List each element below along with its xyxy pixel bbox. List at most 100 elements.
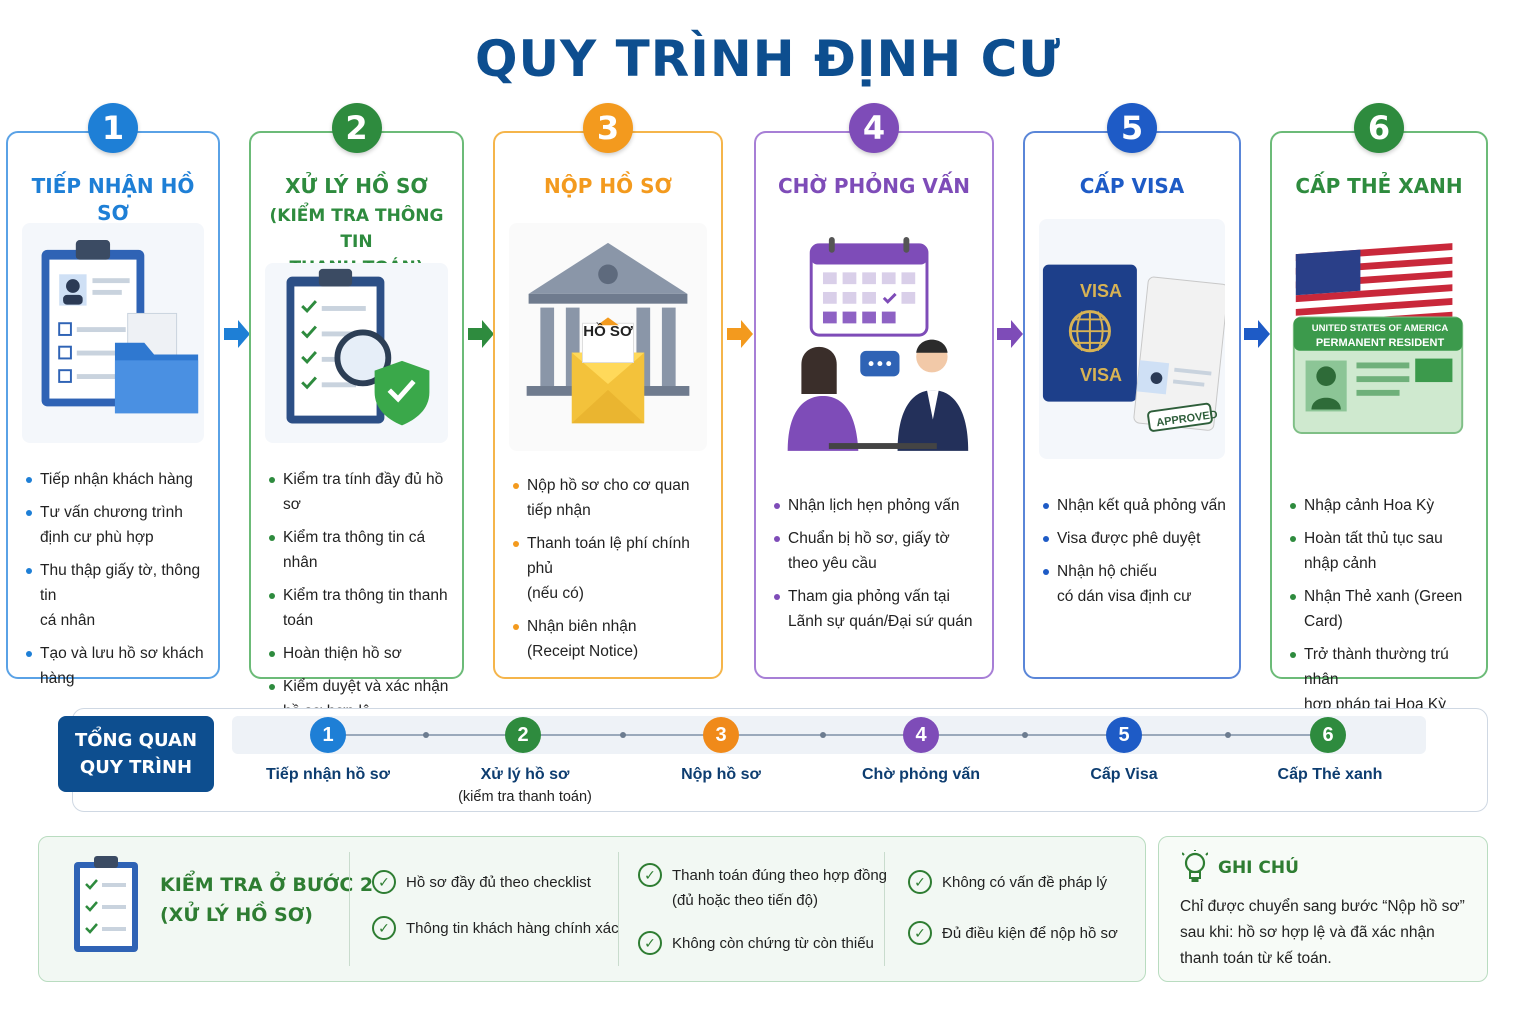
lightbulb-icon	[1182, 850, 1208, 882]
step-number-badge: 5	[1107, 103, 1157, 153]
note-title: GHI CHÚ	[1218, 858, 1299, 878]
government-building-illustration: HỒ SƠ	[509, 223, 707, 451]
overview-step-2-label: Xử lý hồ sơ(kiểm tra thanh toán)	[458, 766, 592, 805]
green-card-line1: UNITED STATES OF AMERICA	[1311, 323, 1449, 334]
overview-step-1-number: 1	[310, 717, 346, 753]
checklist-icon	[286, 268, 430, 426]
checklist-magnifier-illustration	[265, 263, 448, 443]
overview-step-5-number: 5	[1106, 717, 1142, 753]
step-bullets: Nhập cảnh Hoa Kỳ Hoàn tất thủ tục sau nh…	[1290, 493, 1478, 725]
visa-passport-illustration: VISA VISA APPROVED	[1039, 219, 1225, 459]
bullet-item: Thanh toán lệ phí chính phủ(nếu có)	[513, 531, 713, 606]
overview-dot	[423, 732, 429, 738]
visa-label-top: VISA	[1079, 281, 1122, 301]
overview-step-6-label: Cấp Thẻ xanh	[1277, 766, 1383, 783]
step-card-5: 5 CẤP VISA VISA VISA APPROVED Nhận kết q…	[1023, 103, 1241, 679]
bullet-item: Nhận lịch hẹn phỏng vấn	[774, 493, 984, 518]
checklist-icon	[74, 856, 138, 952]
overview-step-3-number: 3	[703, 717, 739, 753]
step-title: CẤP THẺ XANH	[1295, 174, 1463, 198]
step-number-badge: 1	[88, 103, 138, 153]
overview-line	[328, 734, 1328, 736]
overview-step-4-label: Chờ phỏng vấn	[861, 766, 981, 783]
check-circle-icon: ✓	[638, 931, 662, 955]
bullet-item: Nhận biên nhận(Receipt Notice)	[513, 614, 713, 664]
step-card-2: 2 XỬ LÝ HỒ SƠ (KIỂM TRA THÔNG TINTHANH T…	[249, 103, 464, 720]
step-number-badge: 3	[583, 103, 633, 153]
step-bullets: Nhận lịch hẹn phỏng vấn Chuẩn bị hồ sơ, …	[774, 493, 984, 642]
check-circle-icon: ✓	[908, 921, 932, 945]
step2-check-panel	[38, 836, 1146, 982]
bullet-item: Hoàn thiện hồ sơ	[269, 641, 454, 666]
bullet-item: Nhận kết quả phỏng vấn	[1043, 493, 1231, 518]
overview-step-2-number: 2	[505, 717, 541, 753]
note-text: Chỉ được chuyển sang bước “Nộp hồ sơ”sau…	[1180, 898, 1465, 967]
us-flag-green-card-icon	[1292, 243, 1464, 434]
step-number-badge: 2	[331, 103, 382, 153]
overview-dot	[820, 732, 826, 738]
check-circle-icon: ✓	[638, 863, 662, 887]
check-item: ✓Thông tin khách hàng chính xác	[372, 916, 619, 941]
overview-dot	[1022, 732, 1028, 738]
divider	[618, 852, 619, 966]
step-title: NỘP HỒ SƠ	[544, 174, 672, 198]
step-number-badge: 4	[849, 103, 899, 153]
divider	[884, 852, 885, 966]
check-item: ✓Không có vấn đề pháp lý	[908, 870, 1107, 895]
overview-step-3-label: Nộp hồ sơ	[681, 766, 761, 783]
arrow-right-icon	[1244, 320, 1270, 348]
passport-icon	[1042, 264, 1225, 432]
step-title: CHỜ PHỎNG VẤN	[777, 174, 971, 198]
clipboard-icon	[41, 240, 199, 414]
bullet-item: Kiểm tra tính đầy đủ hồ sơ	[269, 467, 454, 517]
note-panel	[1158, 836, 1488, 982]
step-number-badge: 6	[1354, 103, 1404, 153]
visa-label-bottom: VISA	[1079, 365, 1122, 385]
bullet-item: Visa được phê duyệt	[1043, 526, 1231, 551]
overview-step-4-number: 4	[903, 717, 939, 753]
overview-dot	[1225, 732, 1231, 738]
check-circle-icon: ✓	[372, 916, 396, 940]
interview-illustration	[770, 223, 978, 463]
overview-dot	[620, 732, 626, 738]
step-card-1: 1 TIẾP NHẬN HỒ SƠ Tiếp nhận khách hàng T…	[6, 103, 220, 687]
calendar-interview-icon	[787, 237, 969, 451]
envelope-label: HỒ SƠ	[583, 323, 633, 340]
check-item: ✓Không còn chứng từ còn thiếu	[638, 931, 874, 956]
check-item: ✓Đủ điều kiện để nộp hồ sơ	[908, 921, 1118, 946]
clipboard-folder-illustration	[22, 223, 204, 443]
check-circle-icon: ✓	[372, 870, 396, 894]
bank-building-icon	[526, 242, 690, 424]
bullet-item: Tạo và lưu hồ sơ khách hàng	[26, 641, 210, 691]
step-card-6: 6 CẤP THẺ XANH UNITED STATES OF AMERICA …	[1270, 103, 1488, 713]
check-item: ✓Thanh toán đúng theo hợp đồng(đủ hoặc t…	[638, 863, 887, 913]
bullet-item: Nhập cảnh Hoa Kỳ	[1290, 493, 1478, 518]
bullet-item: Nhận Thẻ xanh (Green Card)	[1290, 584, 1478, 634]
green-card-illustration: UNITED STATES OF AMERICA PERMANENT RESID…	[1286, 229, 1472, 449]
step-title: TIẾP NHẬN HỒ SƠ	[31, 174, 195, 225]
bullet-item: Tiếp nhận khách hàng	[26, 467, 210, 492]
overview-step-1-label: Tiếp nhận hồ sơ	[266, 766, 390, 783]
step-card-4: 4 CHỜ PHỎNG VẤN	[754, 103, 994, 679]
step-title: CẤP VISA	[1079, 174, 1185, 198]
bullet-item: Kiểm tra thông tin cá nhân	[269, 525, 454, 575]
divider	[349, 852, 350, 966]
step-bullets: Nhận kết quả phỏng vấn Visa được phê duy…	[1043, 493, 1231, 617]
arrow-right-icon	[468, 320, 494, 348]
check-item: ✓Hồ sơ đầy đủ theo checklist	[372, 870, 591, 895]
step-title: XỬ LÝ HỒ SƠ	[285, 174, 428, 198]
step-bullets: Kiểm tra tính đầy đủ hồ sơ Kiểm tra thôn…	[269, 467, 454, 732]
check-panel-title: KIỂM TRA Ở BƯỚC 2(XỬ LÝ HỒ SƠ)	[160, 874, 374, 926]
check-circle-icon: ✓	[908, 870, 932, 894]
page-title: QUY TRÌNH ĐỊNH CƯ	[474, 30, 1062, 88]
